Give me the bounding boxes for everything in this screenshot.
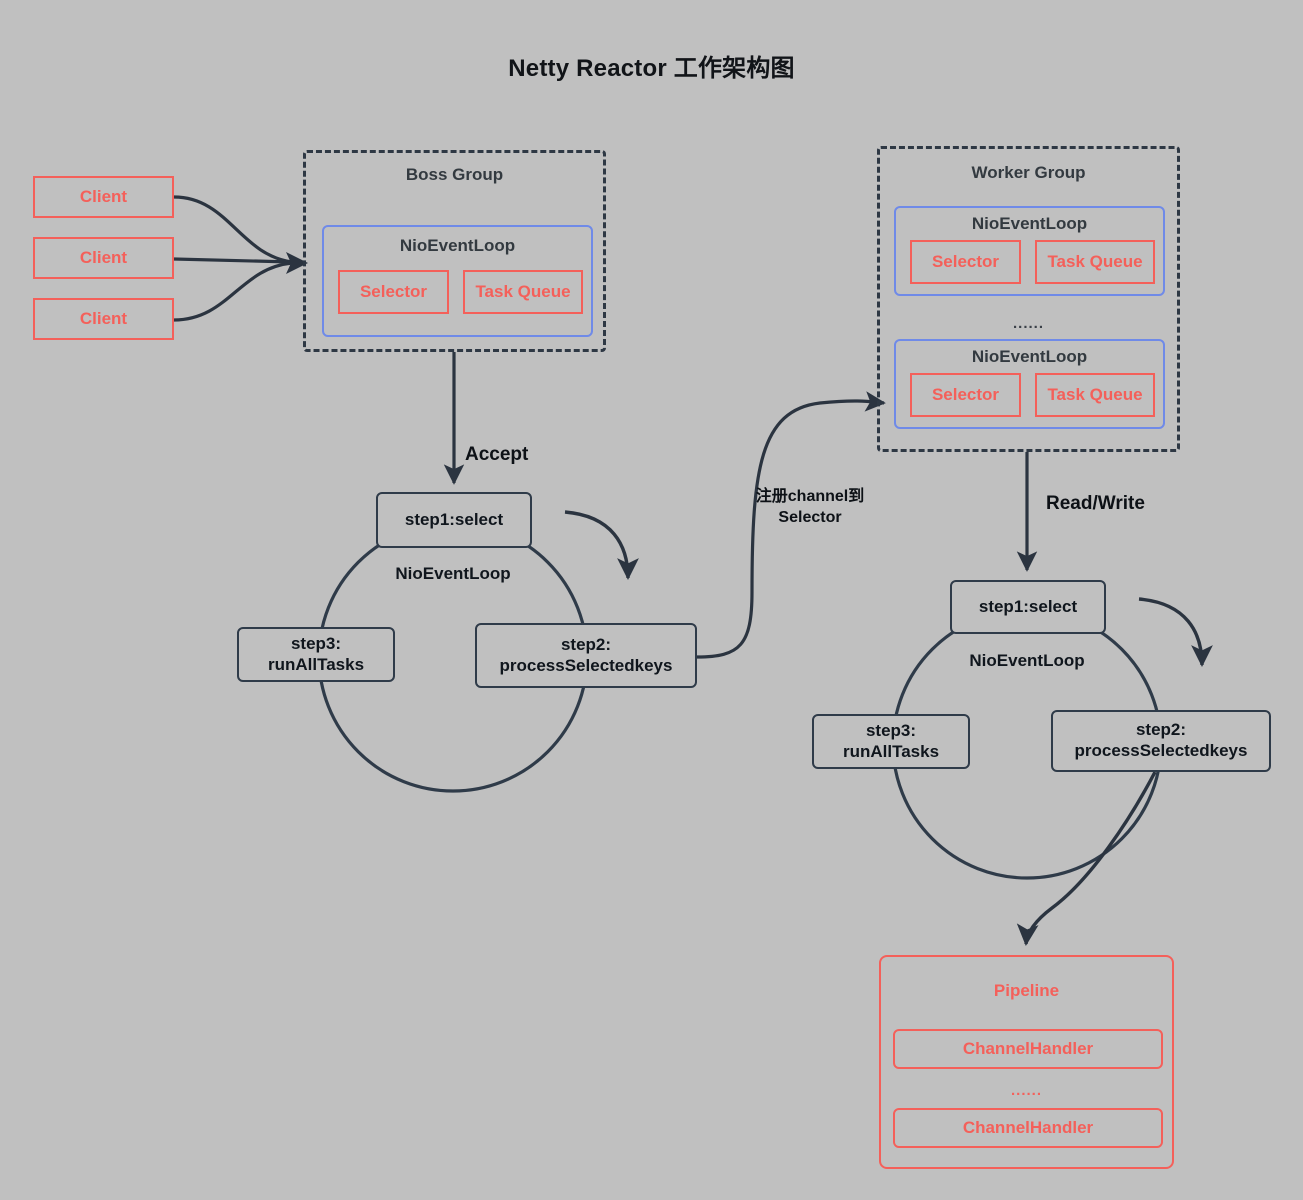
worker-nio-event-loop-1[interactable]: NioEventLoop Selector Task Queue [894,206,1165,296]
channel-handler-label: ChannelHandler [962,1118,1094,1137]
boss-step1-select[interactable]: step1:select [376,492,532,548]
client-box-2[interactable]: Client [33,237,174,279]
worker-selector-label: Selector [931,252,1000,271]
edge-label-read-write: Read/Write [1046,493,1145,514]
channel-handler-label: ChannelHandler [962,1039,1094,1058]
worker-step1-select[interactable]: step1:select [950,580,1106,634]
worker-selector-label: Selector [931,385,1000,404]
worker-group-ellipsis: ...... [1012,315,1044,332]
boss-step1-label: step1:select [404,509,504,529]
page-title: Netty Reactor 工作架构图 [508,55,795,82]
worker-group-title: Worker Group [971,163,1086,182]
worker-nio-event-loop-1-title: NioEventLoop [971,214,1088,233]
boss-step3-line2: runAllTasks [267,654,365,674]
worker-task-queue-box-2[interactable]: Task Queue [1035,373,1155,417]
worker-step3-line2: runAllTasks [842,741,940,761]
worker-step1-label: step1:select [978,596,1078,616]
boss-nio-event-loop[interactable]: NioEventLoop Selector Task Queue [322,225,593,337]
worker-step2-line2: processSelectedkeys [1074,741,1248,760]
client-label: Client [79,248,128,267]
register-channel-line1: 注册channel到 [755,488,865,505]
pipeline-title: Pipeline [993,981,1060,1000]
channel-handler-box-2[interactable]: ChannelHandler [893,1108,1163,1148]
boss-selector-label: Selector [359,282,428,301]
worker-selector-box-2[interactable]: Selector [910,373,1021,417]
boss-nio-event-loop-title: NioEventLoop [399,236,516,255]
worker-nio-event-loop-2[interactable]: NioEventLoop Selector Task Queue [894,339,1165,429]
worker-nio-event-loop-2-title: NioEventLoop [971,347,1088,366]
worker-group[interactable]: Worker Group NioEventLoop Selector Task … [877,146,1180,452]
register-channel-line2: Selector [778,508,842,526]
client-label: Client [79,187,128,206]
boss-selector-box[interactable]: Selector [338,270,449,314]
boss-step2-line1: step2: [560,634,612,654]
boss-step3-run-all-tasks[interactable]: step3: runAllTasks [237,627,395,682]
boss-step2-process-selected-keys[interactable]: step2: processSelectedkeys [475,623,697,688]
edge-label-register-channel: 注册channel到 Selector [715,487,905,529]
worker-task-queue-label: Task Queue [1047,385,1143,404]
worker-task-queue-label: Task Queue [1047,252,1143,271]
client-box-1[interactable]: Client [33,176,174,218]
boss-step2-line2: processSelectedkeys [499,655,673,675]
pipeline-box[interactable]: Pipeline ChannelHandler ...... ChannelHa… [879,955,1174,1169]
worker-task-queue-box-1[interactable]: Task Queue [1035,240,1155,284]
worker-step2-process-selected-keys[interactable]: step2: processSelectedkeys [1051,710,1271,772]
worker-step3-line1: step3: [865,720,917,740]
pipeline-ellipsis: ...... [1010,1082,1042,1099]
worker-step3-run-all-tasks[interactable]: step3: runAllTasks [812,714,970,769]
boss-loop-caption: NioEventLoop [395,564,511,583]
edge-label-accept: Accept [465,444,529,465]
client-box-3[interactable]: Client [33,298,174,340]
worker-selector-box-1[interactable]: Selector [910,240,1021,284]
worker-step2-line1: step2: [1135,720,1187,740]
boss-task-queue-label: Task Queue [475,282,571,301]
worker-loop-caption: NioEventLoop [969,651,1085,670]
boss-task-queue-box[interactable]: Task Queue [463,270,583,314]
boss-group[interactable]: Boss Group NioEventLoop Selector Task Qu… [303,150,606,352]
channel-handler-box-1[interactable]: ChannelHandler [893,1029,1163,1069]
client-label: Client [79,309,128,328]
boss-group-title: Boss Group [405,165,504,184]
boss-step3-line1: step3: [290,633,342,653]
